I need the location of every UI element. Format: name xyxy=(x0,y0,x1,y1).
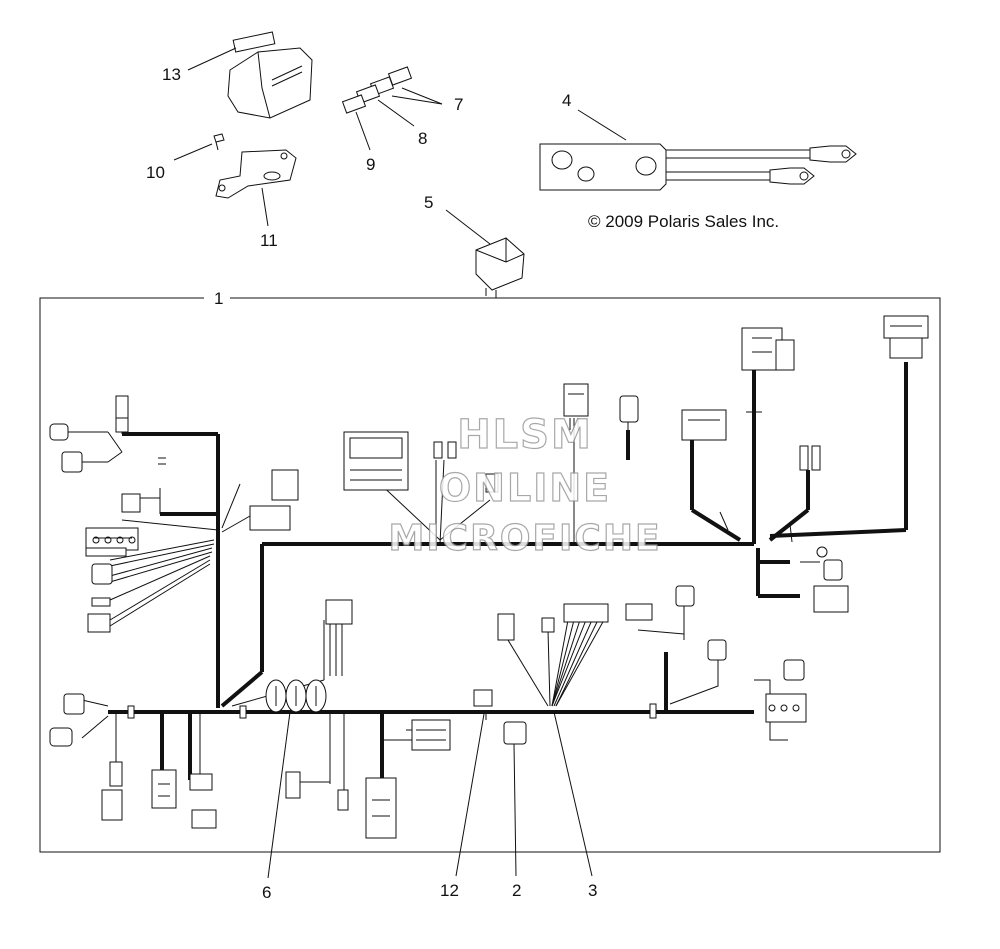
leader-10 xyxy=(173,143,213,161)
callout-10: 10 xyxy=(146,163,165,182)
callout-6: 6 xyxy=(262,883,272,902)
connector-details xyxy=(92,325,922,817)
leader-4 xyxy=(577,109,627,141)
relay xyxy=(475,237,525,298)
callout-12: 12 xyxy=(440,881,459,900)
leader-11 xyxy=(261,187,269,227)
leader-8 xyxy=(377,99,415,127)
bracket xyxy=(215,149,297,199)
callout-11: 11 xyxy=(260,231,278,250)
callout-5: 5 xyxy=(424,193,434,212)
callout-3: 3 xyxy=(588,881,598,900)
callout-7: 7 xyxy=(454,95,464,114)
leader-7a xyxy=(401,87,443,105)
copyright-notice: © 2009 Polaris Sales Inc. xyxy=(588,212,780,231)
leader-5 xyxy=(445,209,491,245)
bolt xyxy=(213,133,225,151)
leader-12 xyxy=(455,713,485,877)
callout-13: 13 xyxy=(162,65,181,84)
callout-2: 2 xyxy=(512,881,522,900)
leader-13 xyxy=(187,47,237,71)
harness-clamps xyxy=(265,679,327,713)
leader-9 xyxy=(355,111,371,151)
watermark-line-2: ONLINE xyxy=(438,465,612,510)
fuse-box-cover xyxy=(227,31,313,119)
harness-trunks xyxy=(108,362,908,780)
harness-ties xyxy=(127,411,793,719)
ground-cable xyxy=(539,143,857,191)
leader-7b xyxy=(391,95,443,105)
callout-8: 8 xyxy=(418,129,428,148)
leader-3 xyxy=(553,711,593,877)
fuse-set xyxy=(341,66,413,114)
leader-2 xyxy=(513,743,517,877)
callout-1: 1 xyxy=(214,289,224,308)
watermark-line-3: MICROFICHE xyxy=(388,517,662,559)
callout-4: 4 xyxy=(562,91,572,110)
watermark-line-1: HLSM xyxy=(457,411,593,458)
harness-branches xyxy=(66,402,820,792)
harness-connectors xyxy=(49,315,929,839)
leader-6 xyxy=(267,711,291,879)
callout-9: 9 xyxy=(366,155,376,174)
harness-frame xyxy=(39,297,941,853)
